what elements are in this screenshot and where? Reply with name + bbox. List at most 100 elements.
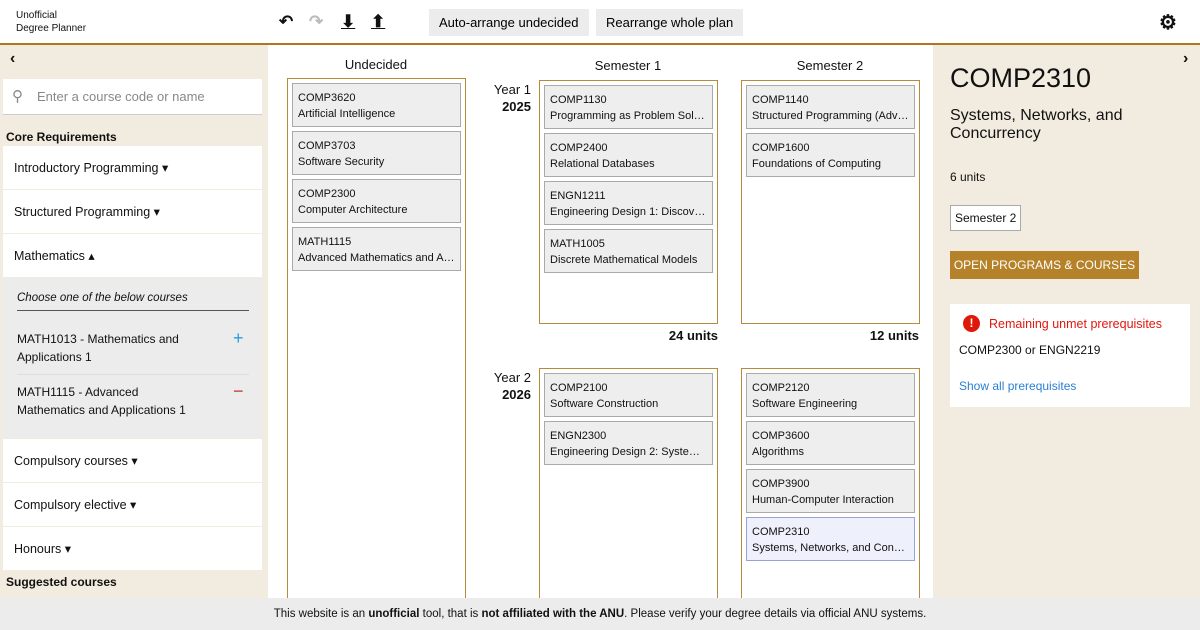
show-all-prereqs-link[interactable]: Show all prerequisites	[959, 379, 1077, 393]
core-heading: Core Requirements	[6, 130, 117, 144]
warning-title: Remaining unmet prerequisites	[989, 317, 1163, 331]
year-label: Year 2	[493, 370, 531, 385]
add-icon[interactable]: +	[233, 328, 244, 348]
math-options: Choose one of the below courses MATH1013…	[3, 278, 262, 438]
footer-disclaimer: This website is an unofficial tool, that…	[0, 598, 1200, 630]
sem2-title: Semester 2	[796, 58, 864, 73]
caret-down-icon: ▾	[162, 161, 169, 175]
caret-down-icon: ▾	[153, 205, 160, 219]
card-name: Algorithms	[752, 446, 804, 458]
semester-badge: Semester 2	[950, 205, 1022, 231]
option-line: MATH1115 - Advanced	[17, 385, 139, 399]
card-name: Programming as Problem Solving	[550, 110, 707, 122]
card-code: COMP1130	[550, 94, 607, 106]
card-code: COMP3703	[298, 140, 356, 152]
redo-icon[interactable]: ↷	[309, 12, 324, 31]
plan-area: Undecided Semester 1 Semester 2 COMP3620…	[268, 45, 933, 608]
option-line: Applications 1	[17, 350, 92, 364]
remove-icon[interactable]: −	[233, 381, 244, 401]
card-code: COMP1140	[752, 94, 809, 106]
card-name: Computer Architecture	[298, 204, 408, 216]
title-line1: Unofficial	[16, 10, 57, 21]
year-label: Year 1	[493, 82, 531, 97]
prereq-card: ! Remaining unmet prerequisites COMP2300…	[950, 304, 1190, 407]
group-structured[interactable]: Structured Programming ▾	[3, 190, 262, 233]
card-name: Discrete Mathematical Models	[550, 254, 698, 266]
card-code: COMP2100	[550, 382, 608, 394]
card-code: MATH1005	[550, 238, 605, 250]
year-number: 2025	[502, 99, 531, 114]
card-name: Foundations of Computing	[752, 158, 882, 170]
course-units: 6 units	[950, 170, 986, 184]
footer-text: . Please verify your degree details via …	[624, 608, 927, 620]
card-code: ENGN1211	[550, 190, 606, 202]
card-name: Structured Programming (Advanced)	[752, 110, 909, 122]
group-honours[interactable]: Honours ▾	[3, 527, 262, 570]
group-mathematics[interactable]: Mathematics ▴	[3, 234, 262, 277]
open-programs-button[interactable]: OPEN PROGRAMS & COURSES	[950, 251, 1139, 279]
auto-arrange-button[interactable]: Auto-arrange undecided	[429, 9, 589, 36]
group-label: Mathematics	[14, 249, 85, 263]
collapse-right-icon[interactable]: ›	[1183, 50, 1189, 67]
footer-text: tool, that is	[419, 608, 482, 620]
group-introductory[interactable]: Introductory Programming ▾	[3, 146, 262, 189]
undo-icon[interactable]: ↶	[279, 12, 294, 31]
group-elective[interactable]: Compulsory elective ▾	[3, 483, 262, 526]
group-compulsory[interactable]: Compulsory courses ▾	[3, 439, 262, 482]
gear-icon[interactable]: ⚙	[1159, 12, 1177, 34]
course-detail-panel: › COMP2310 Systems, Networks, and Concur…	[933, 45, 1200, 598]
card-code: ENGN2300	[550, 430, 607, 442]
card-name: Relational Databases	[550, 158, 655, 170]
option-line: MATH1013 - Mathematics and	[17, 332, 179, 346]
card-code: COMP1600	[752, 142, 810, 154]
card-code: COMP3900	[752, 478, 810, 490]
footer-bold: unofficial	[368, 608, 420, 620]
card-name: Engineering Design 2: Systems Approach	[550, 446, 707, 458]
search-input[interactable]: Enter a course code or name	[3, 79, 262, 115]
search-icon: ⚲	[12, 88, 23, 105]
prereq-text: COMP2300 or ENGN2219	[959, 343, 1101, 357]
download-icon[interactable]: ⬇	[341, 12, 356, 31]
choose-text: Choose one of the below courses	[17, 292, 249, 311]
rearrange-button[interactable]: Rearrange whole plan	[596, 9, 744, 36]
sem-units: 24 units	[668, 328, 718, 343]
group-label: Compulsory elective	[14, 498, 127, 512]
caret-down-icon: ▾	[130, 498, 137, 512]
undecided-title: Undecided	[344, 57, 408, 72]
error-icon: !	[963, 315, 980, 332]
group-label: Structured Programming	[14, 205, 151, 219]
card-name: Human-Computer Interaction	[752, 494, 894, 506]
sem1-title: Semester 1	[594, 58, 662, 73]
title-line2: Degree Planner	[16, 23, 87, 34]
upload-icon[interactable]: ⬆	[371, 12, 386, 31]
caret-up-icon: ▴	[88, 249, 95, 263]
caret-down-icon: ▾	[131, 454, 138, 468]
collapse-left-icon[interactable]: ‹	[10, 50, 16, 67]
